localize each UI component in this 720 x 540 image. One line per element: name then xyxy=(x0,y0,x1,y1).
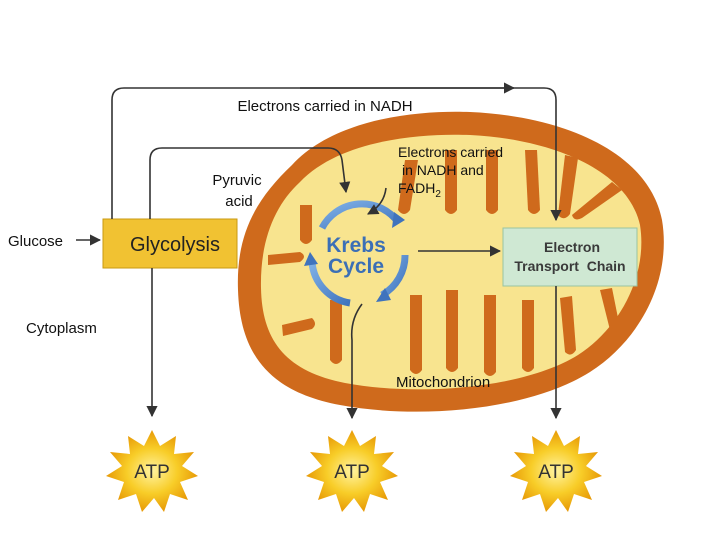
label-glucose: Glucose xyxy=(8,233,63,250)
glycolysis-box xyxy=(102,218,238,269)
label-pyruvic-1: Pyruvic xyxy=(212,172,262,189)
krebs-label-line2: Cycle xyxy=(328,255,384,278)
glycolysis-label: Glycolysis xyxy=(130,234,220,256)
atp-burst-2: ATP xyxy=(306,430,398,512)
etc-label-line2: Transport Chain xyxy=(514,258,625,274)
cycle-arrow-icon xyxy=(308,261,351,307)
atp-burst-1: ATP xyxy=(106,430,198,512)
arrow-pyruvic-loop xyxy=(149,147,351,219)
arrow-fadh2 xyxy=(367,187,387,215)
star-burst-icon xyxy=(306,430,398,512)
krebs-label-line1: Krebs xyxy=(326,234,386,257)
atp-label-2: ATP xyxy=(334,462,370,483)
etc-label-line1: Electron xyxy=(544,239,600,255)
label-electrons-fadh-2: in NADH and xyxy=(402,162,484,178)
label-cytoplasm: Cytoplasm xyxy=(26,320,97,337)
fadh-main: FADH xyxy=(398,180,435,196)
krebs-cycle: Krebs Cycle xyxy=(304,200,409,307)
fadh-subscript: 2 xyxy=(435,189,441,200)
atp-label-3: ATP xyxy=(538,462,574,483)
label-electrons-nadh: Electrons carried in NADH xyxy=(237,98,412,115)
atp-burst-3: ATP xyxy=(510,430,602,512)
star-burst-icon xyxy=(106,430,198,512)
cycle-arrow-icon xyxy=(318,200,401,230)
star-burst-icon xyxy=(510,430,602,512)
label-electrons-fadh-1: Electrons carried xyxy=(398,144,503,160)
arrow-krebs-atp xyxy=(346,303,363,420)
label-pyruvic-2: acid xyxy=(225,193,253,210)
etc-box xyxy=(502,227,638,287)
pathway-arrows xyxy=(76,82,562,420)
cristae xyxy=(268,150,622,376)
mitochondrion-matrix xyxy=(260,134,642,390)
label-electrons-fadh-3: FADH2 xyxy=(398,180,441,200)
atp-label-1: ATP xyxy=(134,462,170,483)
label-mitochondrion: Mitochondrion xyxy=(396,374,490,391)
